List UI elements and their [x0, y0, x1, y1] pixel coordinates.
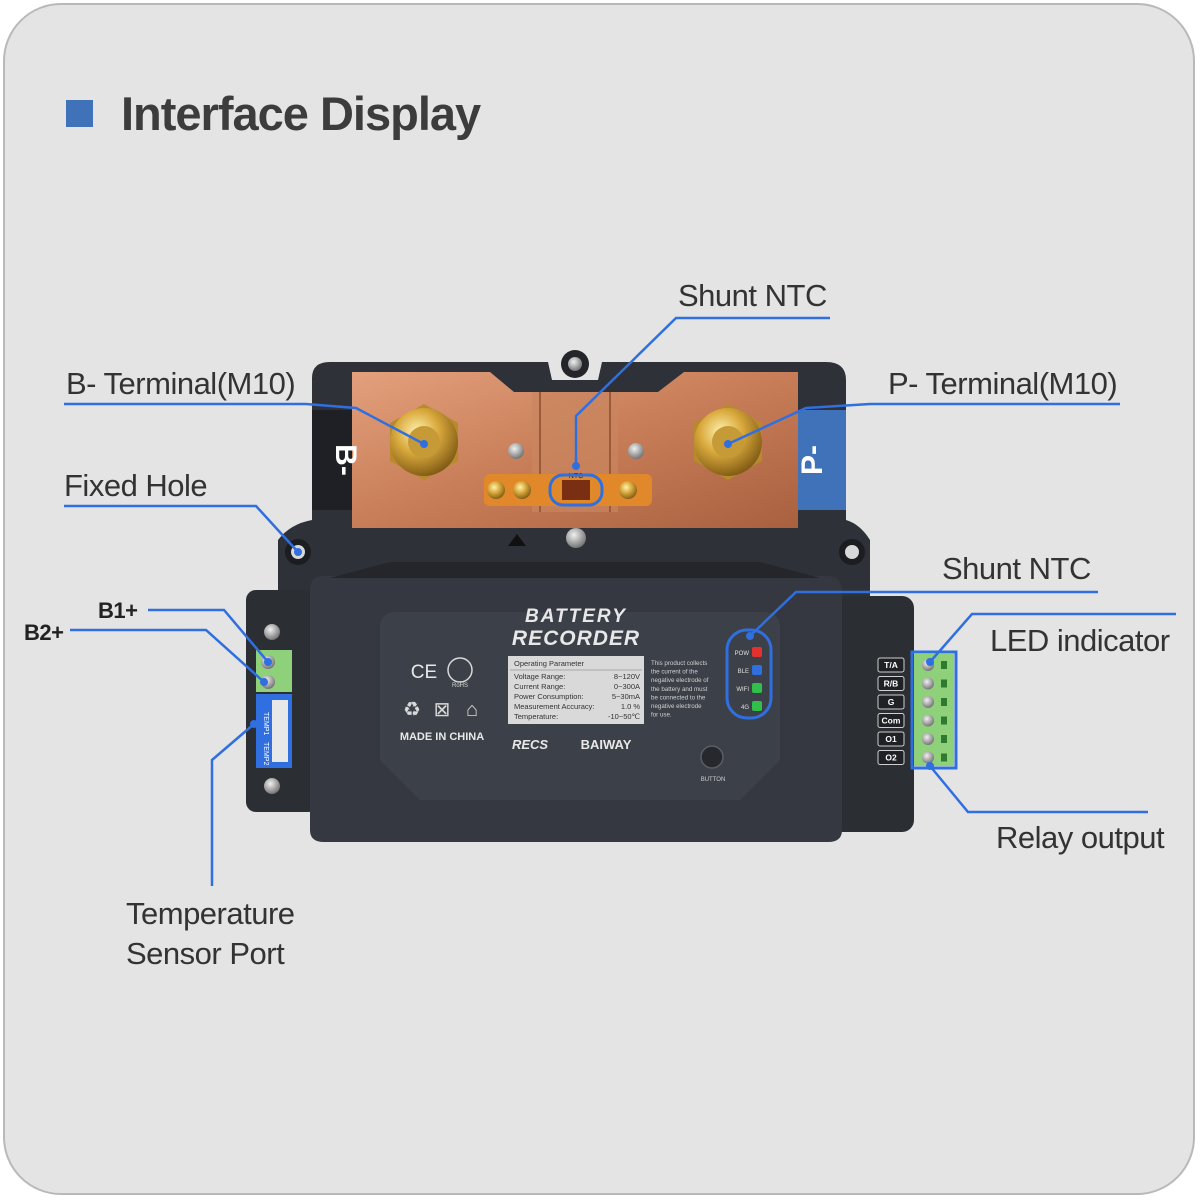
- page-title: Interface Display: [121, 87, 481, 140]
- relay-screw-icon: [922, 751, 934, 764]
- b1-b2-terminal-block: TEMP1 TEMP2: [256, 624, 292, 794]
- label-p-minus-terminal: P- Terminal(M10): [888, 366, 1118, 401]
- p-minus-tab: P-: [796, 410, 846, 510]
- device-button[interactable]: [700, 745, 724, 769]
- relay-pin-label: O2: [885, 753, 897, 763]
- relay-screw-icon: [922, 677, 934, 690]
- callout-dots: [250, 440, 934, 770]
- led-4g-icon: [752, 701, 762, 711]
- note-line: negative electrode: [651, 703, 702, 710]
- made-in-china: MADE IN CHINA: [400, 731, 484, 743]
- relay-pin-label: R/B: [884, 679, 899, 689]
- b-minus-marking: B-: [329, 444, 362, 476]
- temp2-port-label: TEMP2: [262, 742, 269, 765]
- param-value: -10~50℃: [608, 712, 641, 721]
- callout-lines: [64, 316, 1176, 886]
- rohs-leaf-icon: [447, 657, 473, 683]
- note-line: This product collects: [651, 660, 707, 667]
- operating-parameter-table: Operating Parameter Voltage Range: 8~120V…: [508, 656, 644, 724]
- recycle-icon: ♻: [403, 699, 421, 721]
- relay-socket-icon: [941, 698, 947, 706]
- led-label: 4G: [741, 705, 749, 711]
- rohs-mark: RoHS: [452, 683, 468, 689]
- b-minus-tab: B-: [312, 410, 362, 510]
- relay-screw-icon: [922, 733, 934, 745]
- indoor-use-icon: ⌂: [466, 699, 478, 721]
- center-screw-icon: [566, 528, 586, 548]
- note-line: the current of the: [651, 669, 698, 676]
- relay-pin-tag: [877, 657, 905, 673]
- label-relay-output: Relay output: [996, 820, 1165, 855]
- arrow-marker-icon: [508, 534, 526, 546]
- relay-socket-icon: [941, 716, 947, 725]
- param-name: Power Consumption:: [514, 692, 584, 701]
- relay-socket-icon: [941, 753, 947, 762]
- relay-pin-label: Com: [882, 716, 901, 726]
- label-fixed-hole: Fixed Hole: [64, 468, 208, 503]
- note-line: for use.: [651, 712, 672, 719]
- param-name: Measurement Accuracy:: [514, 702, 594, 711]
- relay-pin-label: G: [888, 697, 895, 707]
- label-shunt-ntc-right: Shunt NTC: [942, 551, 1091, 586]
- p-minus-marking: P-: [796, 445, 829, 475]
- relay-pin-tag: [877, 731, 905, 747]
- relay-pin-tag: [877, 676, 905, 691]
- relay-pin-label: O1: [885, 734, 897, 744]
- led-ble-icon: [752, 665, 762, 675]
- shunt-ntc-highlight: [548, 473, 604, 507]
- param-value: 8~120V: [614, 672, 640, 681]
- led-highlight: [725, 628, 773, 720]
- temp1-port-label: TEMP1: [262, 712, 269, 735]
- param-name: Temperature:: [514, 712, 558, 721]
- title-bullet-icon: [66, 100, 93, 127]
- brand-line1: BATTERY: [525, 606, 627, 627]
- note-line: negative electrode of: [651, 677, 709, 684]
- relay-pin-tag: [877, 694, 905, 710]
- params-header: Operating Parameter: [514, 659, 585, 668]
- baiway-logo: BAIWAY: [581, 737, 632, 752]
- label-led-indicator: LED indicator: [990, 623, 1170, 658]
- button-label: BUTTON: [701, 777, 726, 783]
- brand-line2: RECORDER: [512, 627, 640, 650]
- note-line: the battery and must: [651, 686, 708, 693]
- relay-pin-tag: [877, 713, 905, 728]
- led-label: WIFI: [736, 687, 749, 693]
- label-shunt-ntc-top: Shunt NTC: [678, 278, 827, 313]
- led-label: POW: [735, 651, 750, 657]
- relay-pin-tag: [877, 750, 905, 765]
- param-value: 5~30mA: [612, 692, 640, 701]
- led-wifi-icon: [752, 683, 762, 693]
- param-value: 1.0 %: [621, 702, 641, 711]
- param-name: Current Range:: [514, 682, 565, 691]
- relay-socket-icon: [941, 735, 947, 743]
- label-temperature-sensor-port-1: Temperature: [126, 896, 295, 931]
- weee-bin-icon: ⊠: [434, 699, 451, 721]
- relay-pin-label: T/A: [884, 660, 898, 670]
- relay-socket-icon: [941, 661, 947, 669]
- shunt-screw-icon: [628, 443, 644, 459]
- led-label: BLE: [738, 669, 749, 675]
- param-value: 0~300A: [614, 682, 640, 691]
- label-b1-plus: B1+: [98, 598, 138, 623]
- param-name: Voltage Range:: [514, 672, 565, 681]
- label-b-minus-terminal: B- Terminal(M10): [66, 366, 296, 401]
- relay-socket-icon: [941, 679, 947, 688]
- led-pow-icon: [752, 647, 762, 657]
- title-row: Interface Display: [66, 86, 481, 141]
- note-line: be connected to the: [651, 694, 706, 701]
- relay-screw-icon: [922, 696, 934, 708]
- relay-screw-icon: [922, 714, 934, 727]
- shunt-screw-icon: [508, 443, 524, 459]
- label-b2-plus: B2+: [24, 620, 64, 645]
- recs-logo: RECS: [512, 737, 548, 752]
- label-temperature-sensor-port-2: Sensor Port: [126, 936, 285, 971]
- ntc-strip: NTC: [484, 473, 652, 507]
- ce-mark-icon: CE: [411, 662, 437, 683]
- led-indicator-group: POW BLE WIFI 4G: [735, 647, 762, 711]
